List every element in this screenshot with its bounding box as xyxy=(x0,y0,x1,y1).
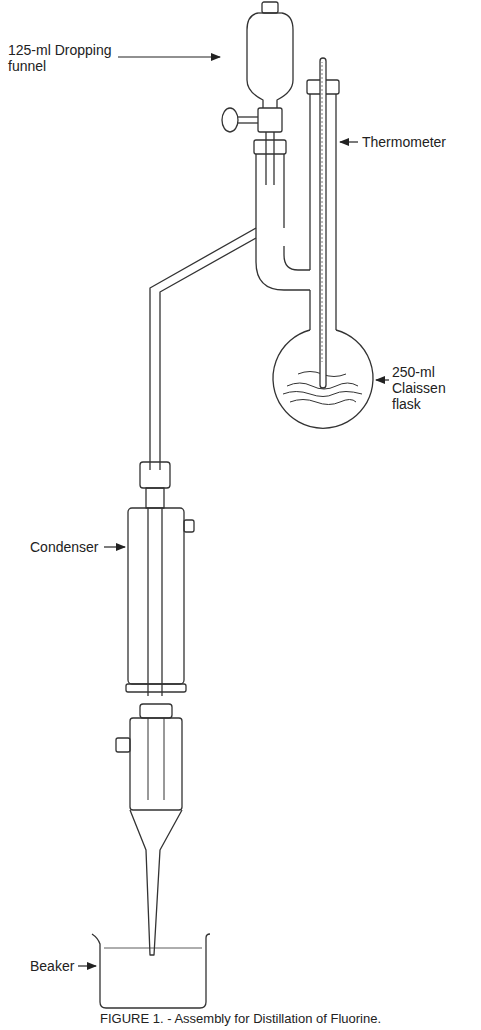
condenser xyxy=(126,462,194,696)
leader-arrow xyxy=(78,965,96,966)
leader-arrow xyxy=(104,546,125,547)
side-arm-tube xyxy=(150,228,256,470)
thermometer xyxy=(320,58,326,388)
leader-arrow xyxy=(118,56,220,57)
adapter xyxy=(116,704,182,955)
claisen-flask xyxy=(254,80,373,428)
part-label: 250-ml Claissen flask xyxy=(392,364,476,412)
part-label: Condenser xyxy=(30,539,99,555)
beaker xyxy=(92,934,210,1008)
leader-arrow xyxy=(376,379,389,380)
part-label: 125-ml Dropping funnel xyxy=(8,42,116,74)
figure-caption: FIGURE 1. - Assembly for Distillation of… xyxy=(100,1011,381,1027)
part-label: Thermometer xyxy=(362,134,446,150)
leader-arrow xyxy=(340,141,358,142)
part-label: Beaker xyxy=(30,958,74,974)
dropping-funnel xyxy=(222,2,293,185)
